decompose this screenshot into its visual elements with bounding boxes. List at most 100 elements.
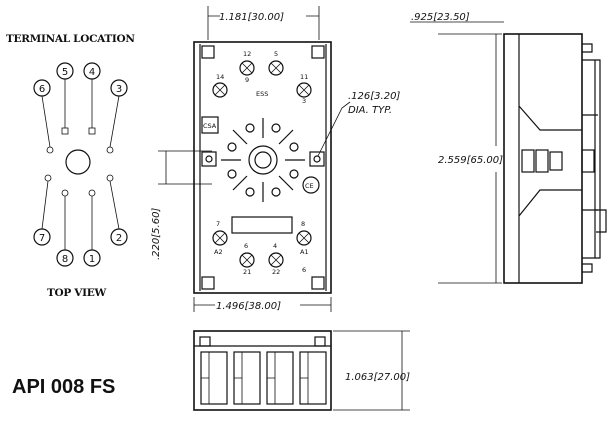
terminal-label-4: 4: [273, 242, 277, 250]
terminal-screw-br: [296, 230, 312, 246]
terminal-label-a1: A1: [300, 248, 309, 256]
socket-pin-1: [271, 187, 281, 197]
top-view-heading: TOP VIEW: [47, 287, 106, 299]
bottom-slot-details: [201, 352, 309, 404]
cert-mark: [201, 116, 219, 134]
dim-base-width: 1.496[38.00]: [193, 297, 332, 312]
pin-label-5: 5: [62, 67, 68, 78]
screw-cross-tl: [214, 84, 226, 96]
terminal-screw-bcr: [268, 252, 284, 268]
pin-label-1: 1: [89, 254, 95, 265]
screw-cross-bl: [214, 232, 226, 244]
socket-pin-3: [289, 142, 299, 152]
pin-label-3: 3: [116, 84, 122, 95]
socket-pin-2: [289, 169, 299, 179]
terminal-label-14: 14: [216, 73, 224, 81]
socket-pin-6: [227, 142, 237, 152]
dim-bottom-height-lines: [333, 330, 410, 411]
terminal-label-5: 5: [274, 50, 278, 58]
pin-label-6: 6: [39, 84, 45, 95]
pin-callout-6: [33, 79, 51, 97]
inner-pin-4: [88, 127, 96, 135]
corner-tab-tl: [201, 45, 215, 59]
bottom-tab-right: [314, 336, 326, 347]
corner-tab-bl: [201, 276, 215, 290]
side-rail-stops: [582, 114, 598, 211]
screw-cross-tc: [241, 62, 253, 74]
front-inner-rails: [199, 44, 327, 291]
terminal-screw-tr: [296, 82, 312, 98]
bottom-tab-left: [199, 336, 211, 347]
terminal-screw-tl: [212, 82, 228, 98]
dim-pin-spacing: .220[5.60]: [151, 150, 212, 260]
terminal-label-3: 3: [302, 97, 306, 105]
dim-hole-dia-label: .126[3.20]: [348, 91, 400, 102]
ce-mark-circle: [302, 176, 320, 194]
dim-base-width-lines: [193, 297, 332, 312]
model-name: API 008 FS: [12, 376, 115, 398]
terminal-label-22: 22: [272, 268, 280, 276]
terminal-label-6b: 6: [302, 266, 306, 274]
socket-center-ring: [248, 145, 278, 175]
pin-callout-3: [110, 79, 128, 97]
dim-height-lines: [438, 33, 502, 284]
front-outline: [193, 41, 332, 294]
inner-pin-5: [61, 127, 69, 135]
dim-base-width-label: 1.496[38.00]: [216, 301, 281, 312]
terminal-screw-bc: [239, 252, 255, 268]
screw-cross-br: [298, 232, 310, 244]
terminal-label-12: 12: [243, 50, 251, 58]
terminal-label-a2: A2: [214, 248, 223, 256]
dim-pin-spacing-label: .220[5.60]: [151, 208, 162, 260]
dim-bottom-height: 1.063[27.00]: [333, 330, 410, 411]
pin-callout-2: [110, 228, 128, 246]
screw-cross-bc: [241, 254, 253, 266]
terminal-label-6: 6: [244, 242, 248, 250]
mounting-hole-right-dot: [313, 155, 321, 163]
side-terminal-1: [521, 149, 535, 173]
corner-tab-tr: [311, 45, 325, 59]
leader-pin-3: [109, 95, 120, 148]
cert-mark-label: CSA: [203, 122, 217, 130]
terminal-label-11: 11: [300, 73, 308, 81]
dim-height: 2.559[65.00]: [438, 33, 503, 284]
inner-pin-3: [106, 146, 114, 154]
side-view: [503, 33, 607, 284]
pin-callout-7: [33, 228, 51, 246]
dim-hole-dia: .126[3.20] DIA. TYP.: [317, 91, 400, 157]
dim-pin-spacing-lines: [158, 150, 212, 185]
pin-label-8: 8: [62, 254, 68, 265]
socket-center-hole: [254, 151, 272, 169]
terminal-screw-tcr: [268, 60, 284, 76]
dim-side-depth-label: .925[23.50]: [411, 12, 470, 23]
pin-callout-1: [83, 249, 101, 267]
terminal-label-9: 9: [245, 76, 249, 84]
pin-diagram: 5 4 6 3 7 2 8 1: [33, 62, 128, 267]
pin-label-2: 2: [116, 233, 122, 244]
ce-mark: CE: [305, 182, 314, 190]
terminal-label-8: 8: [301, 220, 305, 228]
front-view: 14 12 9 5 11 3 ESS CSA CE: [193, 41, 332, 294]
center-key-circle: [65, 149, 91, 175]
inner-pin-8: [61, 189, 69, 197]
corner-tab-br: [311, 276, 325, 290]
socket-spokes: [221, 118, 305, 202]
pin-label-7: 7: [39, 233, 45, 244]
inner-pin-6: [46, 146, 54, 154]
socket-pin-7: [227, 169, 237, 179]
dim-hole-dia-note: DIA. TYP.: [348, 105, 392, 116]
inner-pin-7: [44, 174, 52, 182]
screw-cross-tr: [298, 84, 310, 96]
dim-height-label: 2.559[65.00]: [438, 155, 503, 166]
screw-cross-tcr: [270, 62, 282, 74]
terminal-screw-bl: [212, 230, 228, 246]
side-clips: [582, 43, 593, 273]
pin-label-4: 4: [89, 67, 95, 78]
dim-bottom-height-label: 1.063[27.00]: [345, 372, 410, 383]
terminal-label-7: 7: [216, 220, 220, 228]
leader-pin-7: [41, 180, 49, 230]
terminal-location-heading: TERMINAL LOCATION: [6, 33, 135, 45]
terminal-screw-tc: [239, 60, 255, 76]
mounting-hole-left: [201, 151, 217, 167]
dim-top-width: 1.181[30.00]: [207, 6, 320, 40]
